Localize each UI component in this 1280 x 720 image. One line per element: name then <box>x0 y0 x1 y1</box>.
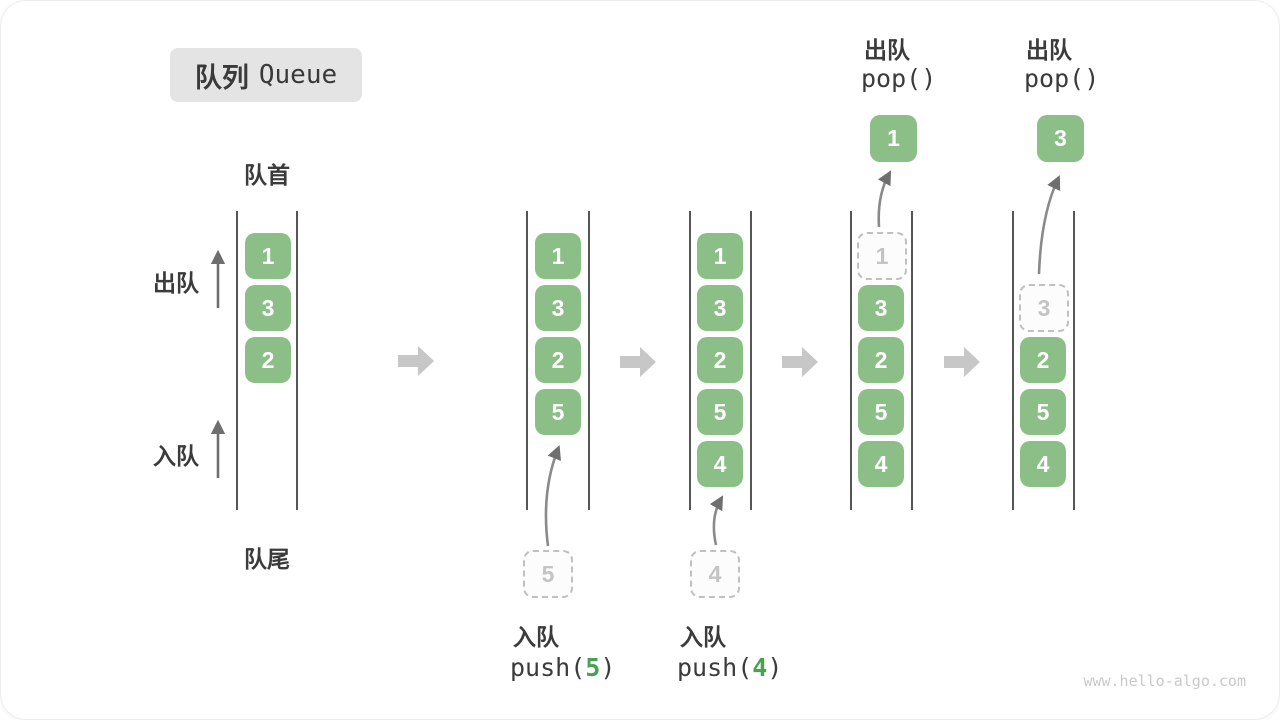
queue-cell: 5 <box>535 389 581 435</box>
label-enqueue-side: 入队 <box>153 443 199 469</box>
queue-cell: 2 <box>535 337 581 383</box>
incoming-element: 4 <box>690 550 740 598</box>
queue-cell: 3 <box>245 285 291 331</box>
label-dequeue-op: 出队 <box>864 37 910 63</box>
code-pop: pop() <box>861 64 937 93</box>
queue-channel-5 <box>1012 211 1075 510</box>
ghost-element: 1 <box>857 232 907 280</box>
queue-cell: 4 <box>1020 441 1066 487</box>
incoming-element: 5 <box>523 550 573 598</box>
queue-channel-3 <box>689 211 752 510</box>
title-zh: 队列 <box>194 62 249 93</box>
label-dequeue-side: 出队 <box>153 270 199 296</box>
queue-cell: 2 <box>245 337 291 383</box>
code-post: ) <box>600 653 616 682</box>
queue-cell: 3 <box>697 285 743 331</box>
diagram-title: 队列 Queue <box>170 48 362 102</box>
queue-channel-1 <box>236 211 298 510</box>
label-queue-front: 队首 <box>244 162 290 188</box>
queue-cell: 3 <box>535 285 581 331</box>
queue-cell: 2 <box>858 337 904 383</box>
code-pre: push( <box>510 653 586 682</box>
popped-element: 1 <box>870 115 917 162</box>
label-dequeue-op: 出队 <box>1026 37 1072 63</box>
queue-cell: 5 <box>858 389 904 435</box>
code-arg: 5 <box>585 653 601 682</box>
ghost-element: 3 <box>1019 284 1069 332</box>
watermark: www.hello-algo.com <box>1083 672 1246 690</box>
queue-cell: 1 <box>535 233 581 279</box>
label-queue-rear: 队尾 <box>244 546 290 572</box>
label-enqueue-op: 入队 <box>680 624 726 650</box>
popped-element: 3 <box>1037 115 1084 162</box>
code-post: ) <box>767 653 783 682</box>
queue-cell: 1 <box>697 233 743 279</box>
code-arg: 4 <box>752 653 768 682</box>
queue-channel-2 <box>526 211 590 510</box>
queue-cell: 5 <box>697 389 743 435</box>
queue-cell: 5 <box>1020 389 1066 435</box>
code-pre: push( <box>677 653 753 682</box>
queue-cell: 3 <box>858 285 904 331</box>
queue-cell: 2 <box>1020 337 1066 383</box>
code-push-4: push(4) <box>677 653 782 682</box>
queue-channel-4 <box>850 211 913 510</box>
queue-cell: 1 <box>245 233 291 279</box>
label-enqueue-op: 入队 <box>513 624 559 650</box>
code-push-5: push(5) <box>510 653 615 682</box>
queue-cell: 4 <box>858 441 904 487</box>
queue-cell: 2 <box>697 337 743 383</box>
title-en: Queue <box>258 60 338 90</box>
code-pop: pop() <box>1024 64 1100 93</box>
queue-cell: 4 <box>697 441 743 487</box>
